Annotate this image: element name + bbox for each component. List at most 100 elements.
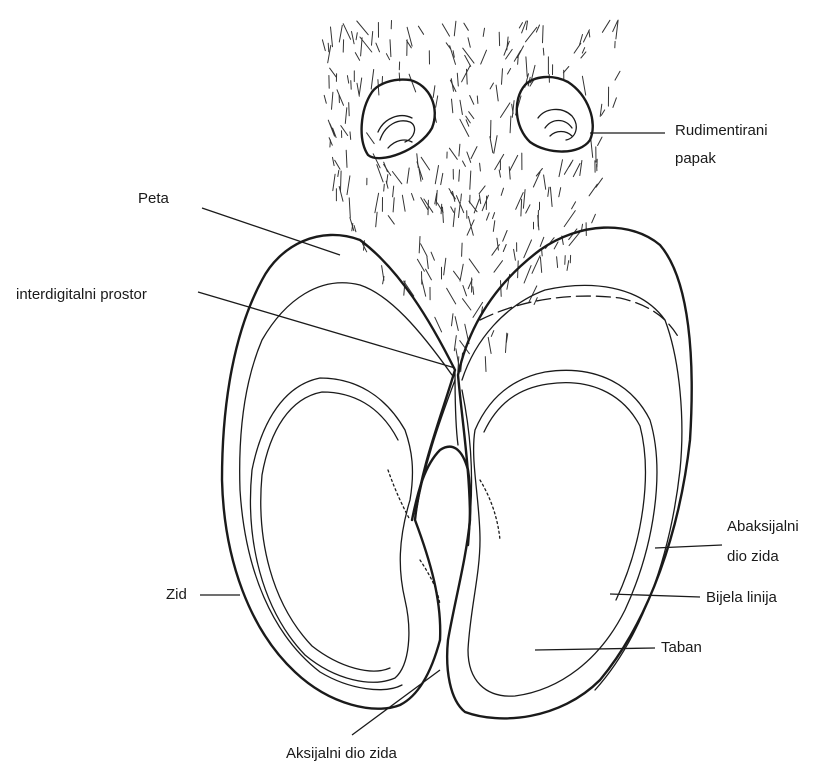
hair-stroke [329,138,332,146]
hair-stroke [480,163,481,171]
hair-stroke [328,120,334,136]
hair-stroke [493,221,495,232]
hair-stroke [349,198,350,218]
hair-stroke [335,160,340,169]
hair-stroke [339,187,343,202]
hair-stroke [540,257,541,272]
hair-stroke [613,98,617,108]
hair-stroke [449,148,457,159]
label-abaksijalni-line1: Abaksijalni [727,517,799,537]
hair-stroke [490,83,493,89]
hair-stroke [350,132,351,140]
hair-stroke [383,277,384,284]
hair-stroke [402,195,405,211]
hair-stroke [463,286,467,296]
hair-stroke [491,331,494,337]
hair-stroke [436,96,438,107]
hair-stroke [376,43,380,52]
hair-stroke [330,68,337,77]
hair-stroke [349,103,350,116]
hair-stroke [331,27,333,47]
hair-stroke [455,317,458,331]
label-rudimentirani-papak: Rudimentirani papak [675,121,768,169]
hair-stroke [598,137,602,145]
hair-stroke [532,256,540,273]
hair-stroke [519,23,522,28]
hair-stroke [412,194,414,201]
left-claw [222,235,455,709]
label-bijela-linija: Bijela linija [706,588,777,608]
label-taban: Taban [661,638,702,658]
hair-stroke [333,174,335,190]
hair-stroke [591,138,593,157]
hair-stroke [514,249,516,260]
hair-stroke [388,216,394,225]
hair-stroke [573,164,580,177]
hair-stroke [332,92,333,109]
hair-stroke [582,48,584,54]
hair-stroke [333,157,335,165]
hair-stroke [488,337,491,353]
hair-stroke [352,32,355,44]
hair-stroke [339,25,342,42]
hair-stroke [387,175,388,184]
hair-stroke [347,176,350,195]
hair-stroke [502,69,503,85]
hair-stroke [422,280,426,297]
hair-stroke [477,96,478,103]
leader-aksijalni [352,670,440,735]
hair-stroke [435,166,438,184]
hair-stroke [324,95,326,103]
hair-stroke [444,258,446,275]
hair-stroke [431,252,434,260]
hair-stroke [418,26,423,34]
hair-stroke [543,26,544,43]
hair-stroke [581,52,586,58]
hair-stroke [346,150,347,167]
hair-stroke [367,133,375,144]
hair-stroke [467,69,468,84]
hair-stroke [469,259,479,273]
hair-stroke [354,226,356,232]
hair-stroke [580,161,582,176]
label-rudimentirani-line2: papak [675,149,768,169]
hair-stroke [427,257,428,269]
hair-stroke [376,212,377,227]
hair-stroke [471,147,477,159]
hair-stroke [322,40,325,51]
hair-stroke [550,187,552,206]
hair-stroke [338,170,339,176]
label-aksijalni-dio-zida: Aksijalni dio zida [286,744,397,764]
hair-stroke [357,21,368,35]
dewclaw-left [362,80,435,159]
hair-stroke [503,245,506,252]
hair-stroke [461,194,462,201]
hair-stroke [524,240,532,258]
hair-stroke [501,103,510,118]
hair-stroke [499,170,500,177]
hair-stroke [393,198,394,212]
hair-stroke [510,116,511,133]
hair-stroke [442,24,449,36]
hair-stroke [495,154,504,169]
hair-stroke [343,24,350,40]
hair-stroke [457,73,458,86]
hair-stroke [487,213,490,220]
hair-stroke [386,54,389,60]
hair-stroke [567,261,569,271]
hair-stroke [441,173,443,184]
hair-stroke [533,172,540,187]
hair-stroke [447,288,456,304]
hair-stroke [548,187,549,196]
hair-stroke [479,195,480,204]
hair-stroke [454,271,460,280]
hair-stroke [417,259,424,271]
hair-stroke [417,154,418,168]
hair-stroke [361,38,363,56]
hair-stroke [559,188,561,197]
hair-stroke [521,199,522,216]
hair-stroke [506,333,507,352]
hair-stroke [469,112,474,119]
hair-stroke [554,242,558,249]
